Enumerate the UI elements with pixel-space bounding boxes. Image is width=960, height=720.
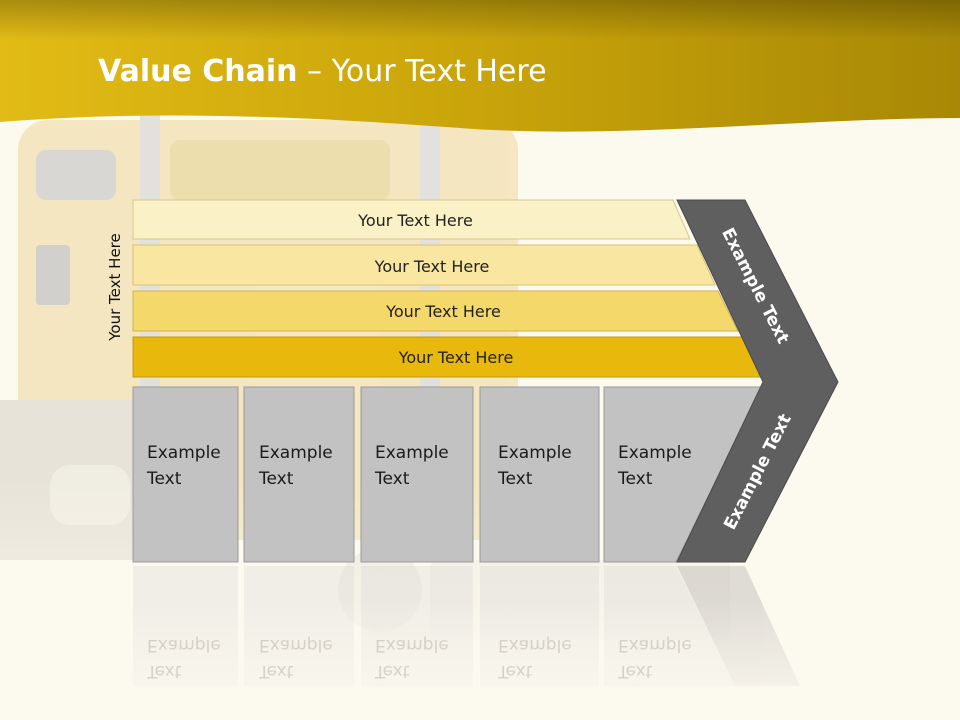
box-shape-2: [243, 386, 355, 563]
box-5-line1: Example: [618, 443, 692, 463]
bar-3: Your Text Here: [133, 291, 738, 331]
page-title: Value Chain – Your Text Here: [98, 54, 547, 89]
box-1-line1: Example: [147, 443, 221, 463]
bar-1: Your Text Here: [133, 200, 690, 240]
box-shape-5: [603, 386, 763, 563]
box-shape-1: [132, 386, 239, 563]
bar-4: Your Text Here: [133, 337, 763, 377]
box-4-text: Example Text: [498, 440, 572, 492]
box-5-text: Example Text: [618, 440, 692, 492]
box-shape-3: [360, 386, 474, 563]
box-5-line2: Text: [618, 469, 653, 489]
box-2-line1: Example: [259, 443, 333, 463]
bar-shape-3: [132, 290, 739, 332]
box-1-text: Example Text: [147, 440, 221, 492]
side-label: Your Text Here: [106, 233, 124, 341]
bar-3-label: Your Text Here: [386, 301, 501, 321]
box-3-text: Example Text: [375, 440, 449, 492]
box-3-line2: Text: [375, 469, 410, 489]
box-3-line1: Example: [375, 443, 449, 463]
bar-1-label: Your Text Here: [358, 210, 473, 230]
title-rest: – Your Text Here: [297, 54, 547, 89]
bar-2-label: Your Text Here: [374, 256, 490, 276]
box-4-line2: Text: [498, 469, 533, 489]
box-4-line1: Example: [498, 443, 572, 463]
title-bold: Value Chain: [98, 54, 298, 89]
box-1-line2: Text: [147, 469, 182, 489]
bar-shape-2: [132, 244, 716, 286]
box-2-line2: Text: [259, 469, 294, 489]
box-shape-4: [479, 386, 600, 563]
chevron-shape: [676, 199, 839, 563]
box-2-text: Example Text: [259, 440, 333, 492]
bar-2: Your Text Here: [133, 246, 715, 286]
bar-4-label: Your Text Here: [398, 347, 514, 367]
bar-shape-1: [132, 199, 691, 240]
